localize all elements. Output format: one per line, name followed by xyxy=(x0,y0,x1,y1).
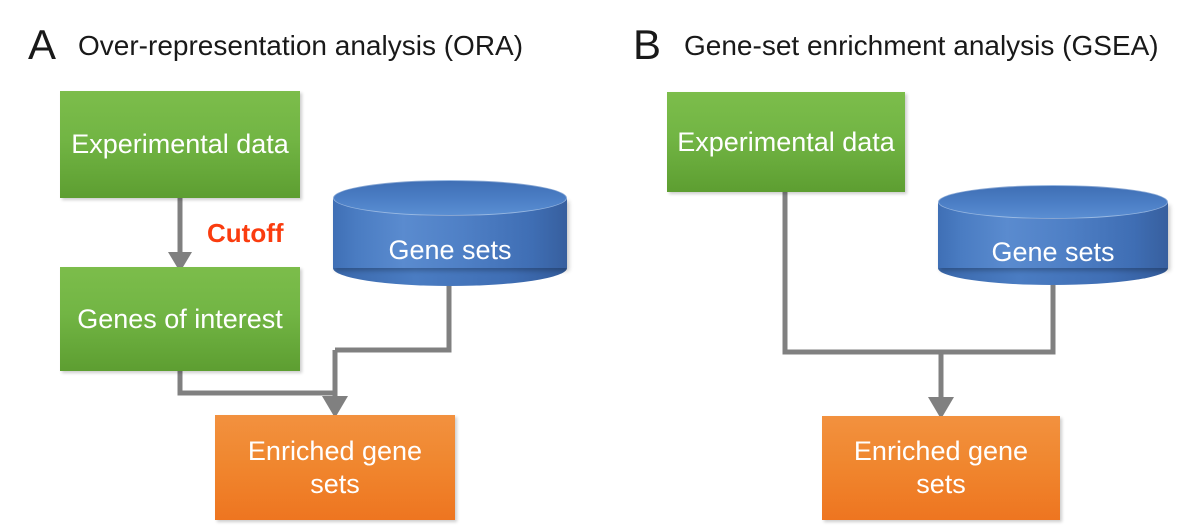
node-experimental-data-a-label: Experimental data xyxy=(71,129,289,160)
edge-expdata-to-enriched-b xyxy=(782,192,941,355)
edge-genesets-to-enriched-b xyxy=(941,285,1056,355)
node-gene-sets-a-label: Gene sets xyxy=(388,235,512,265)
cylinder-top-ellipse-a xyxy=(333,180,567,216)
node-experimental-data-b-label: Experimental data xyxy=(677,126,895,157)
node-enriched-gene-sets-b-label: Enriched gene sets xyxy=(853,436,1029,499)
node-gene-sets-b-label: Gene sets xyxy=(991,237,1115,267)
panel-letter-a: A xyxy=(28,21,57,68)
node-gene-sets-b[interactable]: Gene sets xyxy=(938,185,1168,285)
edge-label-cutoff: Cutoff xyxy=(207,218,284,248)
node-gene-sets-a[interactable]: Gene sets xyxy=(333,180,567,286)
node-experimental-data-b[interactable]: Experimental data xyxy=(667,92,905,192)
node-enriched-gene-sets-a[interactable]: Enriched gene sets xyxy=(215,415,455,520)
node-genes-of-interest-a-label: Genes of interest xyxy=(77,303,283,334)
node-enriched-gene-sets-b[interactable]: Enriched gene sets xyxy=(822,416,1060,520)
edge-genesets-to-enriched-a xyxy=(335,285,452,353)
panel-title-a: Over-representation analysis (ORA) xyxy=(78,30,524,61)
node-enriched-gene-sets-a-label: Enriched gene sets xyxy=(247,435,423,499)
node-genes-of-interest-a[interactable]: Genes of interest xyxy=(60,267,300,371)
node-experimental-data-a[interactable]: Experimental data xyxy=(60,91,300,198)
panel-title-b: Gene-set enrichment analysis (GSEA) xyxy=(684,30,1159,61)
panel-letter-b: B xyxy=(633,21,662,68)
edge-genes-to-enriched-a xyxy=(177,370,335,396)
cylinder-top-ellipse-b xyxy=(938,185,1168,219)
